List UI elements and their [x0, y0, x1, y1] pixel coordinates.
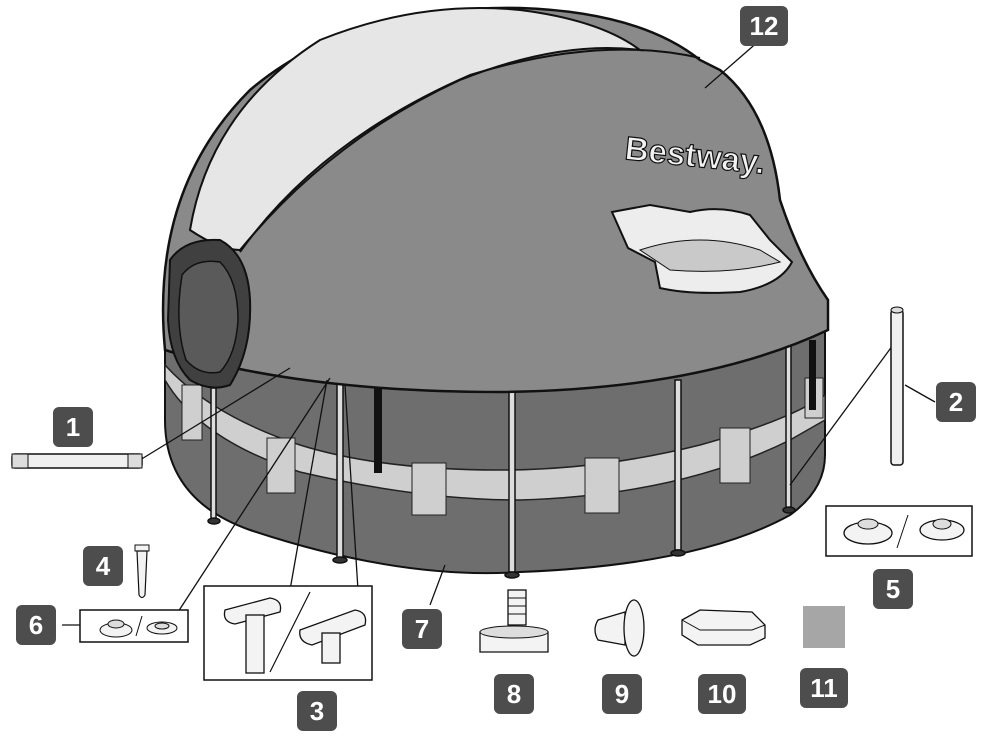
badge-part-3: 3: [297, 691, 337, 731]
badge-part-1: 1: [53, 407, 93, 447]
part-9-plug: [594, 599, 645, 657]
badge-part-12: 12: [740, 6, 788, 46]
badge-part-2: 2: [936, 382, 976, 422]
badge-part-11: 11: [800, 668, 848, 708]
part-4-pin: [134, 544, 150, 599]
part-2-vertical-leg: [890, 306, 904, 466]
part-3-t-joints: [203, 585, 373, 681]
part-6-joint-caps: [79, 609, 189, 643]
badge-part-6: 6: [16, 605, 56, 645]
part-5-leg-caps: [825, 505, 973, 557]
part-1-horizontal-pole: [11, 453, 143, 469]
leader-lines: [62, 39, 936, 626]
part-10-cap: [681, 609, 766, 646]
badge-part-5: 5: [873, 569, 913, 609]
part-8-drain-valve: [479, 589, 549, 653]
badge-part-10: 10: [698, 674, 746, 714]
part-11-repair-patch: [803, 606, 845, 648]
badge-part-4: 4: [83, 546, 123, 586]
badge-part-8: 8: [494, 674, 534, 714]
canopy-dome: Bestway.: [161, 6, 830, 394]
badge-part-7: 7: [402, 609, 442, 649]
badge-part-9: 9: [602, 674, 642, 714]
